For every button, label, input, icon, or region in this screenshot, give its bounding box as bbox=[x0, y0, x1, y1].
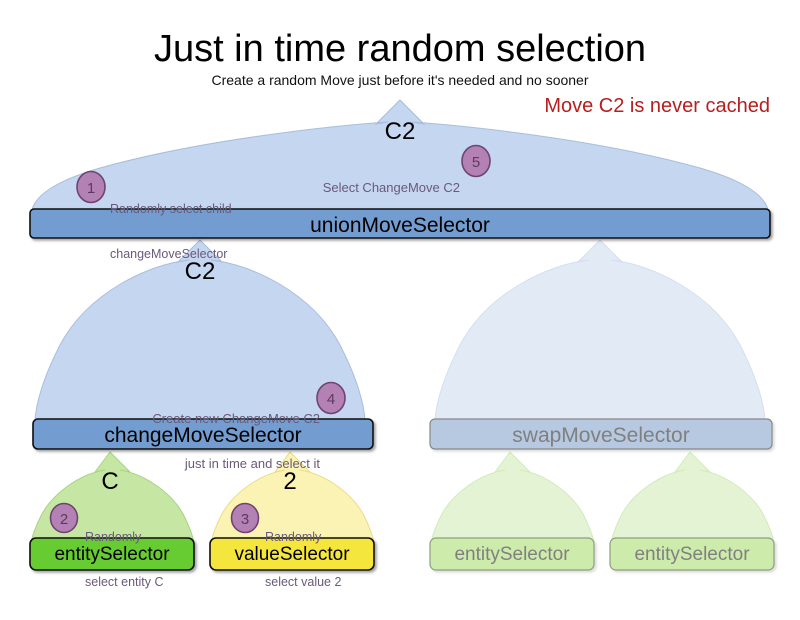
entity-selector-left-label: entitySelector bbox=[54, 544, 170, 565]
step-5-line-1: Select ChangeMove C2 bbox=[322, 180, 460, 195]
entity-selector-bar-swap-1[interactable] bbox=[429, 537, 595, 571]
step-3-annotation: Randomly select value 2 bbox=[265, 500, 375, 620]
step-badge-4-number: 4 bbox=[326, 391, 336, 408]
change-arrow-move-label: C2 bbox=[184, 258, 216, 285]
entity-selector-bar-left[interactable] bbox=[29, 537, 195, 571]
step-2-line-2: select entity C bbox=[85, 575, 164, 589]
step-3-line-2: select value 2 bbox=[265, 575, 342, 589]
union-selector-bar[interactable] bbox=[29, 208, 771, 239]
step-5-annotation: Select ChangeMove C2 bbox=[310, 150, 460, 225]
step-badge-3-circle bbox=[230, 502, 260, 534]
change-selector-label: changeMoveSelector bbox=[104, 424, 302, 447]
union-selector-label: unionMoveSelector bbox=[310, 214, 490, 237]
entity-selector-swap-1-label: entitySelector bbox=[454, 544, 570, 565]
cache-warning-text: Move C2 is never cached bbox=[544, 95, 770, 117]
step-4-annotation: Create new ChangeMove C2 just in time an… bbox=[110, 381, 320, 501]
value-arrow-move-label: 2 bbox=[283, 468, 297, 495]
entity-arrow-move-label: C bbox=[101, 468, 119, 495]
step-badge-2-number: 2 bbox=[59, 511, 69, 528]
entity-selector-bar-swap-2[interactable] bbox=[609, 537, 775, 571]
arrow-shapes-layer bbox=[29, 99, 775, 571]
entity-swap-arrow-2-shape bbox=[610, 451, 775, 546]
swap-selector-bar[interactable] bbox=[429, 418, 773, 450]
value-selector-left-label: valueSelector bbox=[234, 544, 350, 565]
step-3-line-1: Randomly bbox=[265, 530, 322, 544]
change-selector-bar[interactable] bbox=[32, 418, 374, 450]
step-4-line-2: just in time and select it bbox=[184, 456, 320, 471]
page-title: Just in time random selection bbox=[153, 28, 647, 70]
step-badge-3-number: 3 bbox=[240, 511, 250, 528]
step-badge-5-number: 5 bbox=[471, 154, 481, 171]
step-badge-5-circle bbox=[461, 144, 491, 178]
union-arrow-move-label: C2 bbox=[384, 118, 416, 145]
step-1-annotation: Randomly select child changeMoveSelector bbox=[110, 172, 310, 292]
step-2-line-1: Randomly bbox=[85, 530, 142, 544]
step-badge-1-circle bbox=[76, 170, 106, 204]
page-subtitle: Create a random Move just before it's ne… bbox=[211, 72, 589, 88]
step-badge-1-number: 1 bbox=[86, 180, 96, 197]
diagram-canvas: Just in time random selection Create a r… bbox=[29, 28, 775, 589]
step-badge-4-circle bbox=[316, 381, 346, 415]
step-1-line-2: changeMoveSelector bbox=[110, 247, 228, 261]
entity-swap-arrow-1-shape bbox=[430, 451, 595, 546]
step-4-line-1: Create new ChangeMove C2 bbox=[152, 411, 320, 426]
entity-selector-swap-2-label: entitySelector bbox=[634, 544, 750, 565]
swap-selector-label: swapMoveSelector bbox=[512, 424, 690, 447]
value-selector-bar-left[interactable] bbox=[209, 537, 375, 571]
step-1-line-1: Randomly select child bbox=[110, 202, 232, 216]
step-badge-2-circle bbox=[49, 502, 79, 534]
step-2-annotation: Randomly select entity C bbox=[85, 500, 205, 620]
swap-arrow-shape bbox=[434, 239, 766, 421]
